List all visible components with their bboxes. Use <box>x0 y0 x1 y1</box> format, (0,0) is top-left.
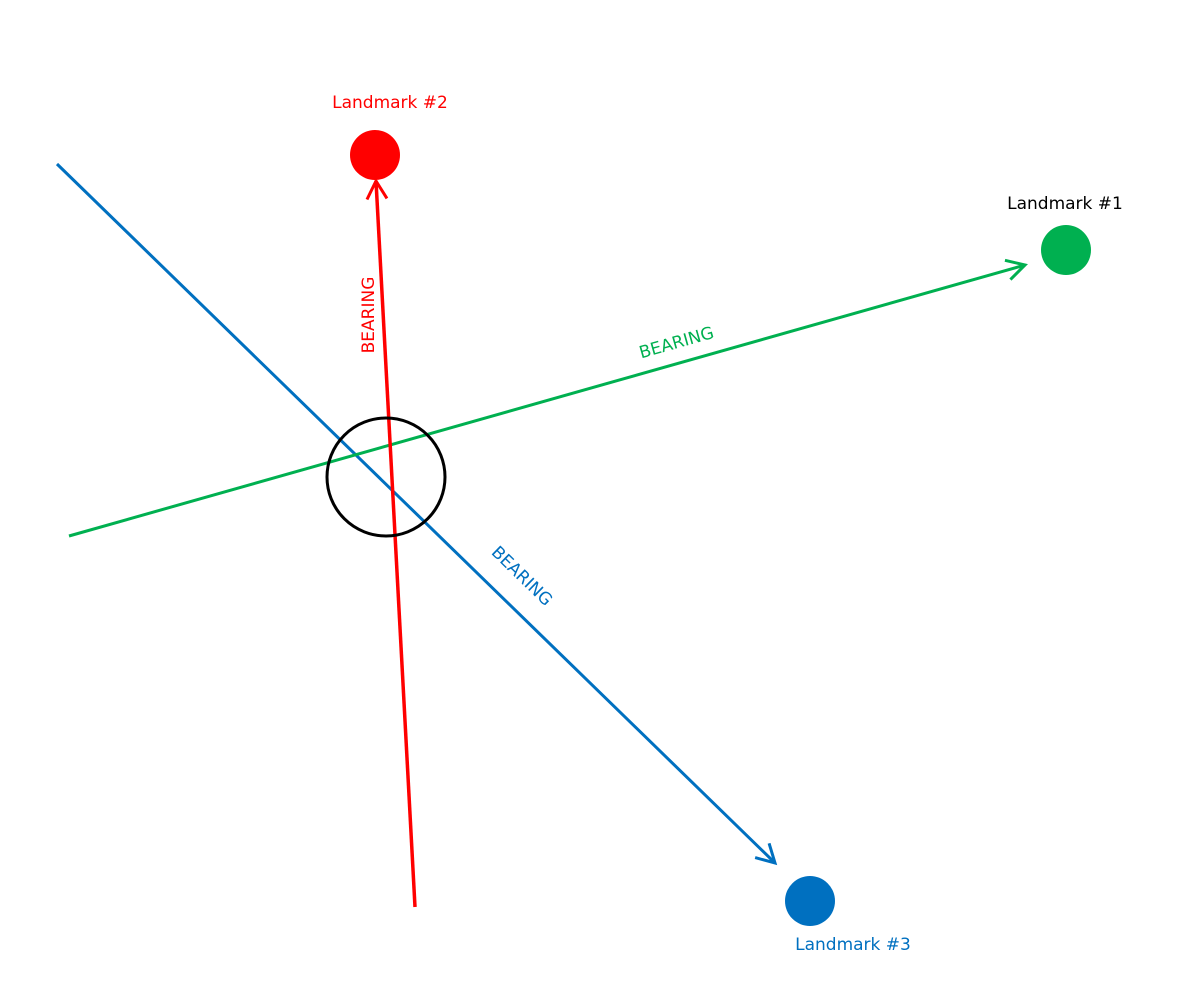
landmark-1-label: Landmark #1 <box>1007 194 1123 214</box>
bearing-line-landmark-2 <box>365 177 417 908</box>
landmark-3-label: Landmark #3 <box>795 935 911 955</box>
landmark-2-marker <box>350 130 400 180</box>
estimated-position-circle <box>325 416 447 538</box>
landmark-2-label: Landmark #2 <box>332 93 448 113</box>
landmark-1-marker <box>1041 225 1091 275</box>
bearing-label-landmark-2: BEARING <box>359 277 379 354</box>
bearing-line-landmark-1 <box>68 258 1028 538</box>
bearing-label-landmark-3: BEARING <box>487 542 556 610</box>
bearing-line-landmark-3 <box>55 162 778 866</box>
landmark-3-marker <box>785 876 835 926</box>
